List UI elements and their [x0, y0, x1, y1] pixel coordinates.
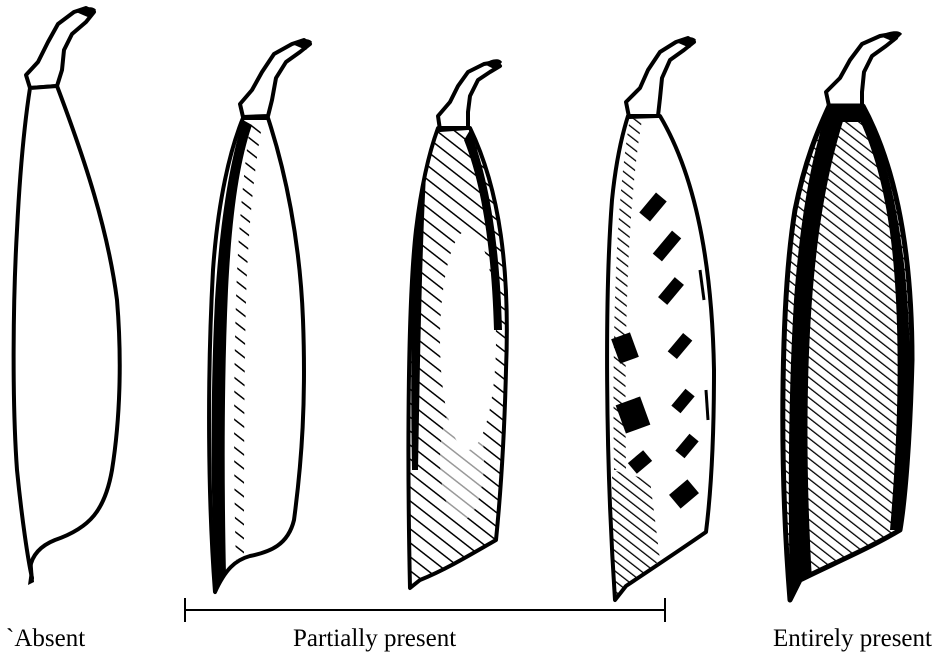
pod-partial-edges — [400, 59, 520, 600]
pod-absent-stalk — [26, 8, 94, 88]
pod-entire-stalk — [826, 34, 896, 106]
pod-absent-body — [14, 86, 120, 578]
label-partially-present: Partially present — [293, 626, 456, 651]
label-absent: `Absent — [6, 626, 85, 651]
pod-partial-margin — [209, 39, 312, 592]
pod-entire — [770, 31, 930, 610]
partial-range-bracket — [185, 598, 665, 622]
pod-partial-patches — [607, 37, 714, 600]
pod-partial-patches-stalk — [626, 38, 694, 117]
pod-absent — [14, 7, 120, 585]
pod-partial-edges-stalk — [438, 62, 500, 130]
label-entirely-present: Entirely present — [773, 626, 932, 651]
pod-partial-margin-stalk — [240, 40, 310, 117]
